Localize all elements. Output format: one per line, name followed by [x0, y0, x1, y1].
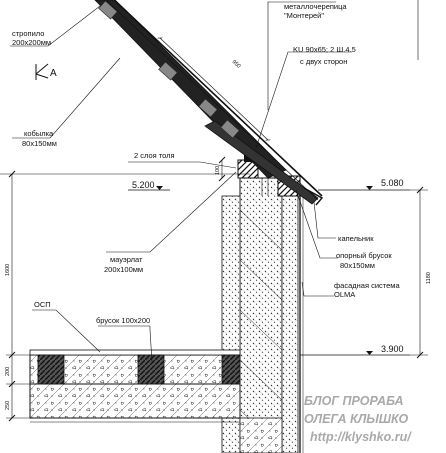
rafter-beam [94, 0, 287, 179]
label-facade-1: фасадная система [334, 281, 400, 290]
label-osp: ОСП [34, 300, 51, 309]
section-arrow-icon [35, 63, 49, 80]
watermark-line-3: http://klyshko.ru/ [310, 430, 412, 444]
level-bottom-right: 3.900 [381, 344, 404, 354]
dim-slab-a: 200 [5, 367, 11, 376]
structure [29, 148, 304, 453]
floor-beam-layer [29, 354, 241, 385]
beam-3 [221, 354, 241, 385]
label-mauerlat-1: мауэрлат [110, 255, 143, 264]
level-top-right: 5.080 [381, 178, 404, 188]
level-lines [0, 173, 410, 356]
label-ku-1: KU 90x65; 2 Ш.4.5 [293, 45, 356, 54]
watermark-line-2: ОЛЕГА КЛЫШКО [304, 412, 409, 426]
label-rafter-1: стропило [12, 29, 44, 38]
label-rafter-leg-2: 80x150мм [22, 139, 57, 148]
label-facade-2: OLMA [334, 290, 355, 299]
beam-2 [137, 354, 165, 385]
osp-board [29, 349, 241, 356]
dim-mauerlat: 100 [215, 166, 221, 175]
dim-right-total: 1180 [426, 272, 432, 284]
leader-lines [10, 1, 352, 363]
drip-edge [303, 187, 324, 206]
roof-dim-line [160, 38, 268, 140]
label-ku-2: с двух сторон [300, 57, 347, 66]
label-beam: брусок 100x200 [96, 316, 150, 325]
floor-slab [29, 383, 241, 419]
label-drip-edge: капельник [338, 234, 374, 243]
label-support-bar-2: 80x150мм [340, 261, 375, 270]
label-metal-tile-1: металлочерепица [284, 2, 347, 11]
label-rafter-2: 200x200мм [12, 38, 51, 47]
wall-diagonals [239, 209, 283, 451]
label-rafter-leg-1: кобылка [24, 129, 54, 138]
facade-layer [281, 192, 299, 453]
label-mauerlat-2: 200x100мм [104, 265, 143, 274]
dim-left-total: 1600 [5, 264, 11, 276]
roof: 950 [94, 0, 324, 206]
level-top-left: 5.200 [132, 180, 155, 190]
label-support-bar-1: опорный брусок [336, 251, 392, 260]
watermark-line-1: БЛОГ ПРОРАБА [304, 394, 404, 408]
beam-1 [37, 354, 65, 385]
wall-main [239, 177, 283, 453]
dimension-lines [6, 0, 428, 422]
label-metal-tile-2: "Монтерей" [284, 11, 324, 20]
dim-slab-b: 250 [5, 401, 11, 410]
label-roofing-felt: 2 слоя толя [134, 151, 175, 160]
roof-dim: 950 [231, 59, 242, 70]
section-mark: А [50, 68, 57, 79]
wall-lower [239, 417, 283, 453]
